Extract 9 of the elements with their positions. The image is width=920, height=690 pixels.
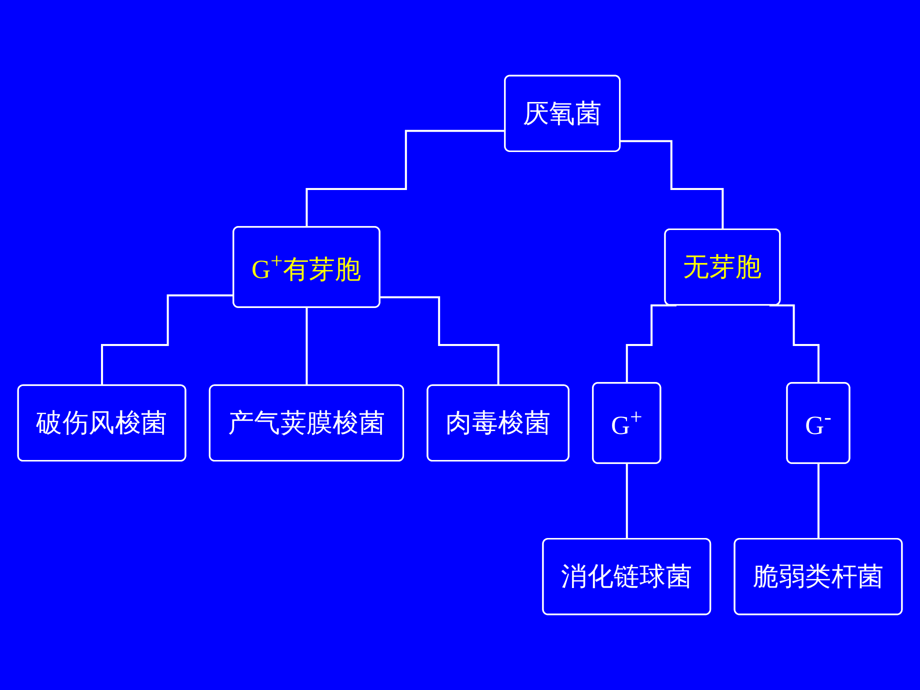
connector <box>626 462 628 540</box>
connector <box>626 304 676 384</box>
connector <box>769 304 820 384</box>
connector <box>306 306 308 387</box>
connector <box>101 294 234 387</box>
connector <box>306 130 506 228</box>
connector <box>620 140 724 231</box>
connector <box>380 296 500 387</box>
connector <box>817 462 820 540</box>
